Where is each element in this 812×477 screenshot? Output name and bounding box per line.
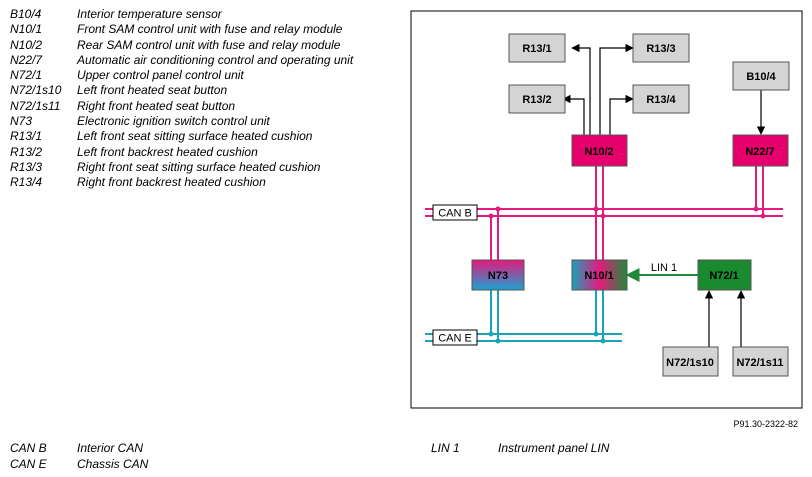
svg-text:N72/1s10: N72/1s10	[666, 357, 714, 369]
legend-description: Upper control panel control unit	[77, 68, 244, 83]
figure-reference: P91.30-2322-82	[733, 419, 798, 429]
legend-description: Instrument panel LIN	[498, 441, 610, 455]
legend-code: R13/2	[10, 144, 43, 159]
can-b-junctions	[488, 206, 766, 219]
legend-code: N72/1s11	[10, 98, 61, 113]
svg-text:N72/1s11: N72/1s11	[736, 357, 783, 369]
legend-code: CAN E	[10, 457, 47, 471]
svg-text:R13/2: R13/2	[522, 94, 551, 106]
legend-description: Interior temperature sensor	[77, 7, 222, 21]
legend-description: Front SAM control unit with fuse and rel…	[77, 22, 343, 37]
legend-code: LIN 1	[431, 441, 460, 455]
svg-text:R13/3: R13/3	[646, 43, 675, 55]
legend-code: N72/1	[10, 68, 43, 83]
svg-text:B10/4: B10/4	[746, 71, 776, 83]
legend-code: B10/4	[10, 7, 42, 21]
legend-code: R13/4	[10, 175, 43, 190]
legend-code: N10/2	[10, 37, 43, 52]
r13-2-box: R13/2	[508, 84, 566, 114]
legend-description: Left front backrest heated cushion	[77, 144, 258, 159]
can-e-junctions	[488, 331, 606, 344]
legend-description: Rear SAM control unit with fuse and rela…	[77, 37, 341, 52]
svg-text:N10/2: N10/2	[584, 146, 613, 158]
n73-box: N73	[471, 259, 525, 291]
legend-code: N73	[10, 114, 33, 129]
r13-3-box: R13/3	[632, 33, 690, 63]
legend-code: N22/7	[10, 52, 43, 67]
n72-1s10-box: N72/1s10	[662, 346, 719, 377]
n22-7-box: N22/7	[732, 134, 789, 167]
svg-text:N22/7: N22/7	[745, 146, 774, 158]
legend-code: R13/3	[10, 159, 43, 174]
button-arrows	[704, 290, 746, 347]
r13-1-box: R13/1	[508, 33, 566, 63]
svg-text:N10/1: N10/1	[584, 270, 613, 282]
legend-description: Automatic air conditioning control and o…	[77, 52, 354, 67]
can-e-label: CAN E	[432, 329, 478, 346]
legend-description: Right front heated seat button	[77, 98, 236, 113]
legend-description: Right front seat sitting surface heated …	[77, 159, 321, 174]
legend-code: R13/1	[10, 129, 43, 144]
lin-1-label: LIN 1	[651, 262, 677, 274]
legend-description: Chassis CAN	[77, 457, 149, 471]
n10-2-box: N10/2	[571, 134, 628, 167]
can-b-label: CAN B	[432, 204, 478, 221]
legend-code: N10/1	[10, 22, 43, 37]
legend-code: CAN B	[10, 441, 47, 455]
legend-code: N72/1s10	[10, 83, 62, 98]
svg-text:R13/1: R13/1	[522, 43, 551, 55]
legend-description: Left front heated seat button	[77, 83, 228, 98]
r13-4-box: R13/4	[632, 84, 690, 114]
n10-2-to-r13-arrows	[562, 43, 766, 135]
svg-text:CAN E: CAN E	[438, 333, 472, 345]
svg-text:CAN B: CAN B	[438, 208, 472, 220]
n72-1s11-box: N72/1s11	[732, 346, 789, 377]
svg-text:N72/1: N72/1	[709, 270, 738, 282]
legend-description: Left front seat sitting surface heated c…	[77, 129, 313, 144]
n72-1-box: N72/1	[697, 259, 752, 291]
legend-description: Electronic ignition switch control unit	[77, 114, 270, 129]
legend-description: Right front backrest heated cushion	[77, 175, 266, 190]
legend-description: Interior CAN	[77, 441, 144, 455]
n10-1-box: N10/1	[571, 259, 628, 291]
svg-text:R13/4: R13/4	[646, 94, 676, 106]
svg-text:N73: N73	[488, 270, 508, 282]
b10-4-box: B10/4	[732, 61, 790, 91]
